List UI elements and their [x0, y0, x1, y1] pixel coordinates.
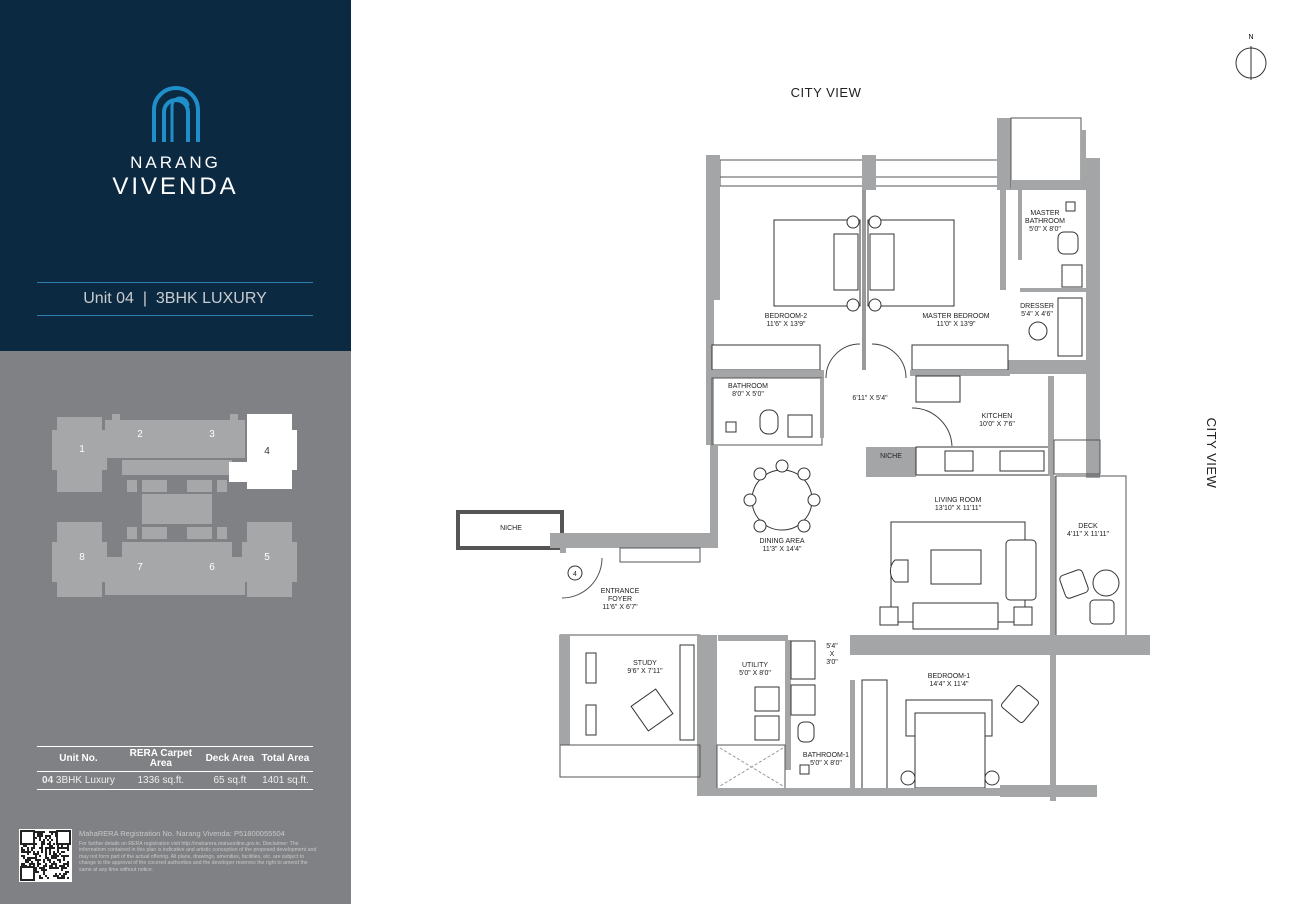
unit-type: 3BHK LUXURY — [155, 290, 267, 307]
room-size: 4'11" X 11'11" — [1067, 531, 1109, 538]
room-name: BATHROOM-1 — [803, 752, 849, 759]
deck-area: 65 sq.ft — [201, 771, 258, 790]
room-size: 6'11" X 5'4" — [852, 395, 888, 402]
view-label-top: CITY VIEW — [791, 85, 862, 100]
separator: | — [142, 290, 147, 307]
room-name: LIVING ROOM — [935, 497, 982, 504]
disclaimer: For further details on RERA registration… — [79, 841, 317, 873]
key-unit-5: 5 — [264, 552, 270, 563]
header-unit-no: Unit No. — [37, 746, 120, 772]
room-label: NICHE — [880, 453, 902, 460]
key-unit-2: 2 — [137, 429, 143, 440]
room-size: 5'0" X 8'0" — [1029, 226, 1061, 233]
room-label: NICHE — [500, 525, 522, 532]
room-size: 5'0" X 8'0" — [739, 670, 771, 677]
room-size: 5'4" X 4'6" — [1021, 311, 1053, 318]
brand-panel: NARANG VIVENDA Unit 04 | 3BHK LUXURY — [0, 0, 351, 351]
room-name: BEDROOM-2 — [765, 313, 808, 320]
brand-name-line2: VIVENDA — [112, 173, 239, 200]
room-name: DINING AREA — [759, 538, 804, 545]
qr-code — [19, 829, 72, 882]
room-size: 11'6" X 6'7" — [602, 604, 638, 611]
rera-info: MahaRERA Registration No. Narang Vivenda… — [79, 829, 319, 873]
room-name: 5'4" — [826, 643, 838, 650]
table-row: 04 3BHK Luxury 1336 sq.ft. 65 sq.ft 1401… — [37, 771, 313, 790]
room-name: KITCHEN — [982, 413, 1013, 420]
unit-no: 04 — [42, 775, 54, 786]
room-size: 13'10" X 11'11" — [935, 505, 982, 512]
room-label: BEDROOM-211'6" X 13'9" — [765, 313, 808, 328]
area-table: Unit No. RERA Carpet Area Deck Area Tota… — [37, 746, 313, 790]
room-name: BEDROOM-1 — [928, 673, 971, 680]
room-size: 5'0" X 8'0" — [810, 760, 842, 767]
unit-marker: 4 — [567, 565, 583, 581]
room-size: 11'0" X 13'9" — [936, 321, 976, 328]
room-name: NICHE — [880, 453, 902, 460]
view-label-right: CITY VIEW — [1204, 418, 1219, 489]
room-label: 5'4"X3'0" — [826, 643, 838, 666]
room-size: 9'6" X 7'11" — [627, 668, 663, 675]
room-name: ENTRANCE — [601, 588, 640, 595]
room-label: BEDROOM-114'4" X 11'4" — [928, 673, 971, 688]
unit-title: Unit 04 | 3BHK LUXURY — [37, 282, 313, 316]
key-plan: 1 2 3 4 5 6 7 8 — [52, 414, 297, 597]
room-size: 14'4" X 11'4" — [929, 681, 969, 688]
room-size: 11'6" X 13'9" — [766, 321, 806, 328]
header-carpet-area: RERA Carpet Area — [119, 746, 202, 772]
room-name: STUDY — [633, 660, 657, 667]
key-unit-1: 1 — [79, 444, 85, 455]
room-name: BATHROOM — [728, 383, 768, 390]
room-label: BATHROOM-15'0" X 8'0" — [803, 752, 849, 767]
carpet-area: 1336 sq.ft. — [119, 771, 202, 790]
room-name: BATHROOM — [1025, 218, 1065, 225]
room-name: DRESSER — [1020, 303, 1054, 310]
info-panel: NARANG VIVENDA Unit 04 | 3BHK LUXURY 1 — [0, 0, 351, 904]
room-size: X — [830, 651, 835, 658]
room-name: NICHE — [500, 525, 522, 532]
room-name: UTILITY — [742, 662, 768, 669]
room-name: FOYER — [608, 596, 632, 603]
unit-number: Unit 04 — [83, 290, 134, 307]
key-unit-3: 3 — [209, 429, 215, 440]
room-size: 10'0" X 7'6" — [979, 421, 1015, 428]
key-unit-6: 6 — [209, 562, 215, 573]
floor-plan: N CITY VIEW CITY VIEW — [456, 34, 1267, 801]
unit-type: 3BHK Luxury — [55, 775, 115, 786]
key-plan-highlighted-unit — [229, 414, 297, 489]
header-deck-area: Deck Area — [201, 746, 258, 772]
room-size: 3'0" — [826, 659, 838, 666]
header-total-area: Total Area — [257, 746, 313, 772]
key-unit-7: 7 — [137, 562, 143, 573]
key-unit-8: 8 — [79, 552, 85, 563]
room-size: 11'3" X 14'4" — [762, 546, 802, 553]
brand-name-line1: NARANG — [130, 153, 221, 172]
room-name: DECK — [1078, 523, 1098, 530]
room-size: 8'0" X 5'0" — [732, 391, 764, 398]
room-label: 6'11" X 5'4" — [852, 395, 888, 402]
north-compass-icon: N — [1235, 34, 1267, 80]
north-label: N — [1248, 34, 1253, 41]
rera-registration: MahaRERA Registration No. Narang Vivenda… — [79, 829, 285, 838]
arch-logo-icon — [152, 86, 200, 142]
key-unit-4: 4 — [264, 446, 270, 457]
room-name: MASTER — [1030, 210, 1059, 217]
room-name: MASTER BEDROOM — [922, 313, 989, 320]
unit-marker-number: 4 — [573, 571, 577, 578]
total-area: 1401 sq.ft. — [257, 771, 313, 790]
walls — [456, 117, 1150, 801]
